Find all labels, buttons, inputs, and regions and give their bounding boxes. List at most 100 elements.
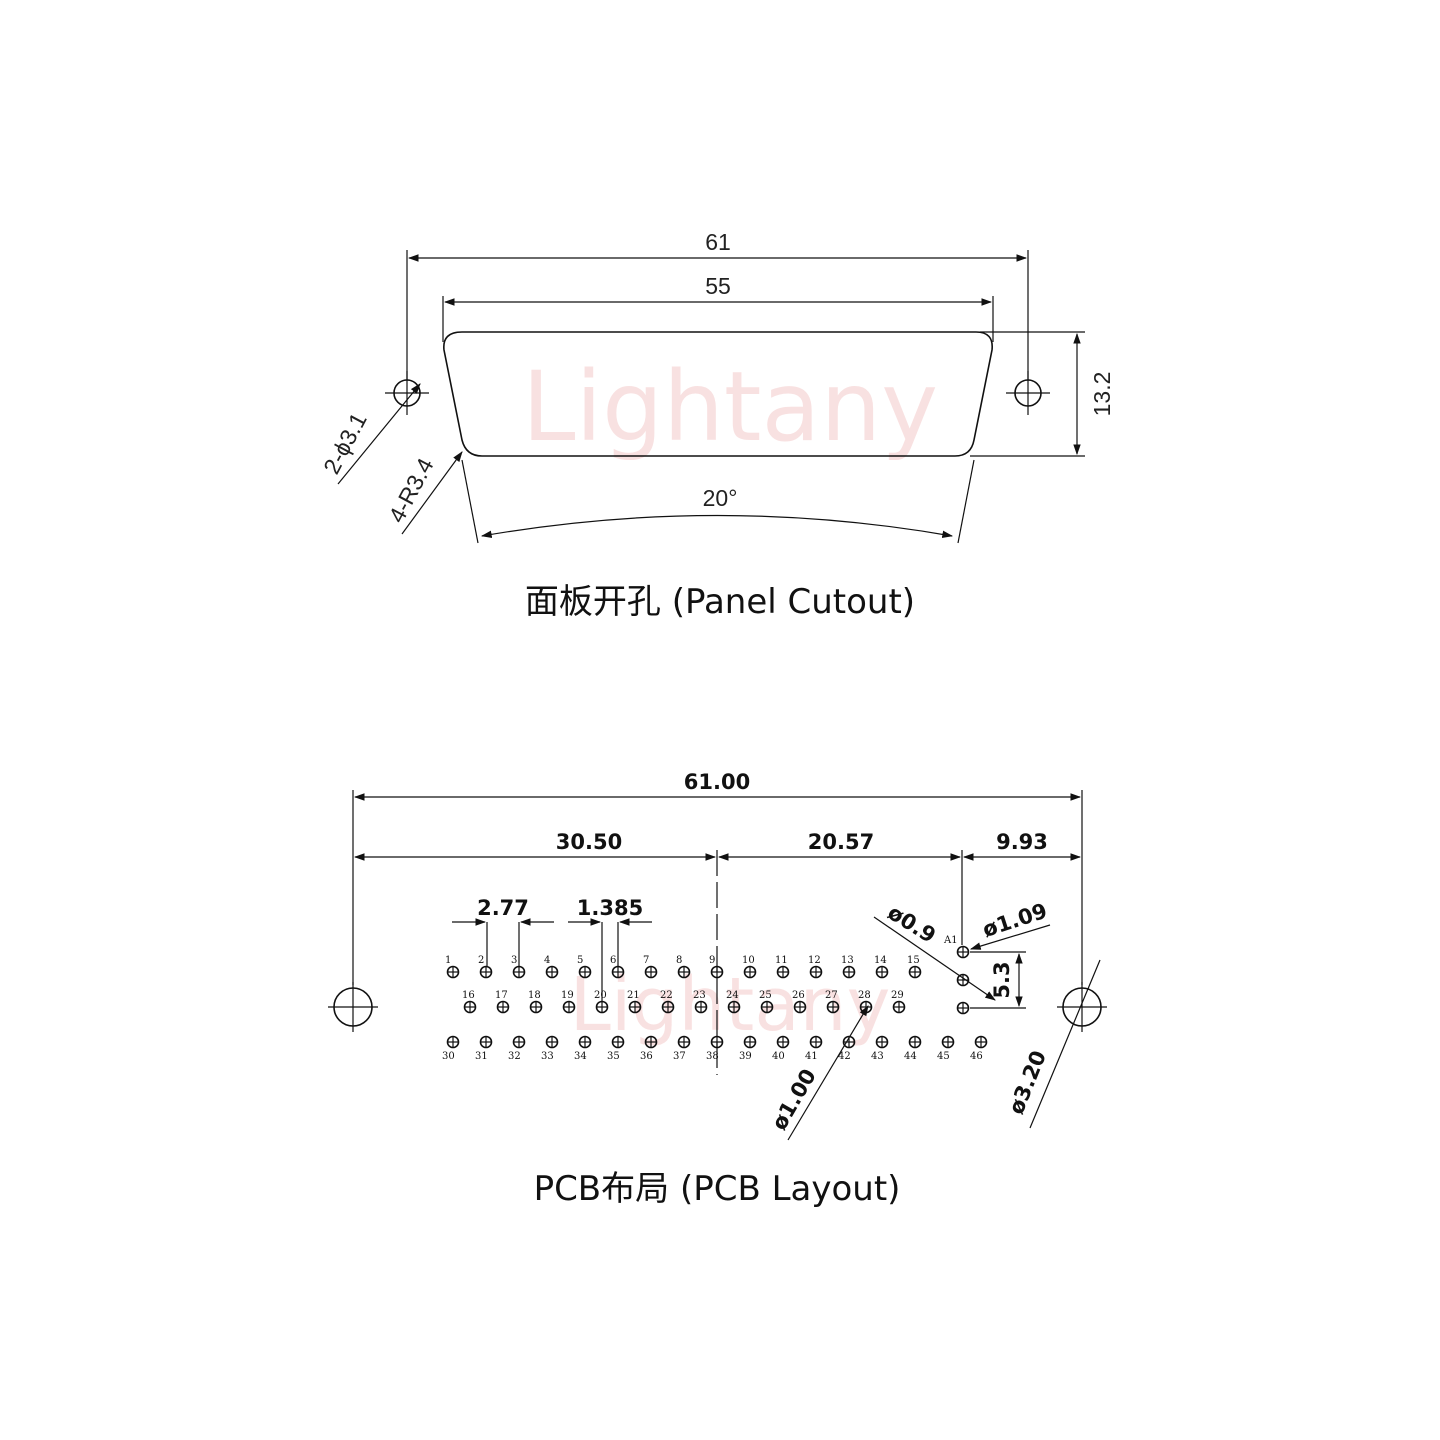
pin-12: 12 bbox=[808, 955, 823, 979]
pin-21: 21 bbox=[627, 990, 642, 1014]
dim-a-spacing: 5.3 bbox=[990, 961, 1014, 998]
dim-offset: 1.385 bbox=[577, 896, 643, 920]
pin-label: 13 bbox=[841, 955, 854, 966]
pin-3: 3 bbox=[511, 955, 526, 979]
dim-mount-hole: ø3.20 bbox=[1004, 1047, 1051, 1117]
pin-label: 44 bbox=[904, 1051, 917, 1062]
pin-9: 9 bbox=[709, 955, 724, 979]
angle-ext-right bbox=[957, 459, 975, 544]
a-column-holes: A1 bbox=[943, 935, 970, 1015]
pin-43: 43 bbox=[871, 1035, 889, 1062]
pin-32: 32 bbox=[508, 1035, 526, 1062]
pin-label: 29 bbox=[891, 990, 904, 1001]
pin-33: 33 bbox=[541, 1035, 559, 1062]
pin-label: 37 bbox=[673, 1051, 686, 1062]
watermark-panel: Lightany bbox=[522, 351, 938, 463]
pin-label: 27 bbox=[825, 990, 838, 1001]
pin-24: 24 bbox=[726, 990, 741, 1014]
pin-2: 2 bbox=[478, 955, 493, 979]
pin-38: 38 bbox=[706, 1035, 724, 1062]
pin-label: 34 bbox=[574, 1051, 587, 1062]
pin-label: 15 bbox=[907, 955, 920, 966]
pin-label: 5 bbox=[577, 955, 583, 966]
pin-label: 46 bbox=[970, 1051, 983, 1062]
dim-total: 61.00 bbox=[684, 770, 750, 794]
pin-27: 27 bbox=[825, 990, 840, 1014]
pin-label: 38 bbox=[706, 1051, 719, 1062]
pin-label: 41 bbox=[805, 1051, 818, 1062]
pin-label: 12 bbox=[808, 955, 821, 966]
pin-label: 14 bbox=[874, 955, 887, 966]
pin-label: 39 bbox=[739, 1051, 752, 1062]
pin-30: 30 bbox=[442, 1035, 460, 1062]
pin-label: 7 bbox=[643, 955, 649, 966]
dim-radius: 4-R3.4 bbox=[383, 453, 438, 526]
pin-40: 40 bbox=[772, 1035, 790, 1062]
pin-18: 18 bbox=[528, 990, 543, 1014]
pin-label: 40 bbox=[772, 1051, 785, 1062]
pin-label: 17 bbox=[495, 990, 508, 1001]
pin-label: 33 bbox=[541, 1051, 554, 1062]
pin-label: 42 bbox=[838, 1051, 851, 1062]
leader-pin-hole bbox=[787, 1005, 869, 1141]
pin-label: 35 bbox=[607, 1051, 620, 1062]
pin-36: 36 bbox=[640, 1035, 658, 1062]
pin-label: 19 bbox=[561, 990, 574, 1001]
pin-label: 2 bbox=[478, 955, 484, 966]
pin-label: 20 bbox=[594, 990, 607, 1001]
a-hole-2 bbox=[956, 973, 970, 987]
pin-14: 14 bbox=[874, 955, 889, 979]
pin-20: 20 bbox=[594, 990, 609, 1014]
angle-arc bbox=[480, 514, 954, 539]
mount-hole-left bbox=[385, 371, 429, 415]
panel-caption: 面板开孔 (Panel Cutout) bbox=[525, 582, 915, 622]
pin-label: 36 bbox=[640, 1051, 653, 1062]
dim-width-inner: 55 bbox=[705, 273, 731, 299]
a-hole-3 bbox=[956, 1001, 970, 1015]
pin-1: 1 bbox=[445, 955, 460, 979]
pin-label: 23 bbox=[693, 990, 706, 1001]
dim-angle: 20° bbox=[703, 485, 738, 511]
pin-label: 11 bbox=[775, 955, 788, 966]
pin-4: 4 bbox=[544, 955, 559, 979]
pin-23: 23 bbox=[693, 990, 708, 1014]
leader-mount-hole bbox=[1029, 959, 1101, 1129]
pin-46: 46 bbox=[970, 1035, 988, 1062]
pcb-mount-hole-right bbox=[1057, 982, 1107, 1032]
a1-label: A1 bbox=[943, 935, 958, 946]
pin-label: 18 bbox=[528, 990, 541, 1001]
pin-13: 13 bbox=[841, 955, 856, 979]
pin-label: 28 bbox=[858, 990, 871, 1001]
pin-29: 29 bbox=[891, 990, 906, 1014]
panel-cutout-section: Lightany 61 55 13.2 2-ϕ3. bbox=[318, 229, 1115, 622]
pin-39: 39 bbox=[739, 1035, 757, 1062]
pcb-layout-section: Lightany 61.00 30.50 20.57 9.93 2.77 1.3… bbox=[328, 770, 1107, 1209]
dim-hole: 2-ϕ3.1 bbox=[318, 408, 372, 478]
pin-44: 44 bbox=[904, 1035, 922, 1062]
dim-small-hole: ø0.9 bbox=[883, 900, 940, 948]
pin-15: 15 bbox=[907, 955, 922, 979]
pin-25: 25 bbox=[759, 990, 774, 1014]
pin-label: 21 bbox=[627, 990, 640, 1001]
pin-31: 31 bbox=[475, 1035, 493, 1062]
pin-41: 41 bbox=[805, 1035, 823, 1062]
pin-label: 30 bbox=[442, 1051, 455, 1062]
dim-width-outer: 61 bbox=[705, 229, 731, 255]
dim-pitch: 2.77 bbox=[477, 896, 529, 920]
pin-7: 7 bbox=[643, 955, 658, 979]
pin-label: 4 bbox=[544, 955, 550, 966]
pin-16: 16 bbox=[462, 990, 477, 1014]
dim-right: 9.93 bbox=[996, 830, 1048, 854]
pin-8: 8 bbox=[676, 955, 691, 979]
pin-19: 19 bbox=[561, 990, 576, 1014]
pin-label: 16 bbox=[462, 990, 475, 1001]
leader-radius bbox=[401, 451, 463, 535]
pin-26: 26 bbox=[792, 990, 807, 1014]
pin-6: 6 bbox=[610, 955, 625, 979]
pcb-caption: PCB布局 (PCB Layout) bbox=[534, 1169, 901, 1209]
pin-label: 10 bbox=[742, 955, 755, 966]
dim-mid: 20.57 bbox=[808, 830, 874, 854]
pin-5: 5 bbox=[577, 955, 592, 979]
pin-45: 45 bbox=[937, 1035, 955, 1062]
